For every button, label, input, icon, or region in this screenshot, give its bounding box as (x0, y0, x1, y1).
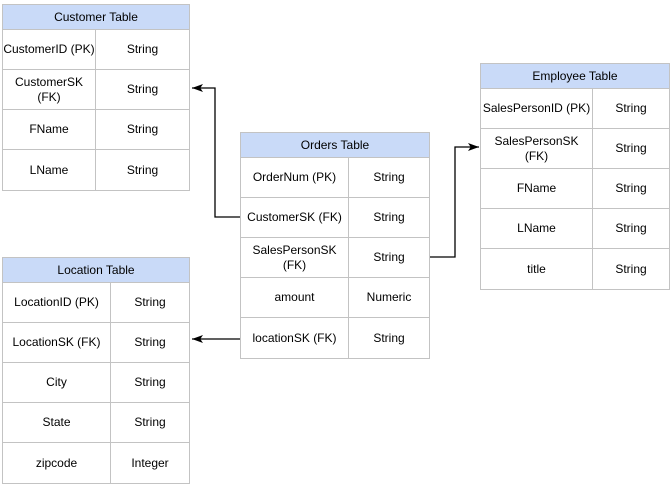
type-cell: String (615, 261, 647, 276)
table-row: OrderNum (PK) String (241, 158, 429, 198)
type-cell: String (134, 295, 166, 309)
table-row: CustomerSK (FK) String (3, 70, 189, 110)
table-row: title String (481, 249, 669, 289)
type-cell: String (134, 415, 166, 429)
type-cell: String (615, 221, 647, 235)
type-cell: String (615, 181, 647, 195)
customer-table: Customer Table CustomerID (PK) String Cu… (2, 4, 190, 191)
orders-table-header: Orders Table (241, 133, 429, 158)
table-row: amount Numeric (241, 278, 429, 318)
type-cell: String (126, 82, 159, 96)
field-cell: LName (3, 150, 96, 190)
orders-table: Orders Table OrderNum (PK) String Custom… (240, 132, 430, 359)
table-row: City String (3, 363, 189, 403)
arrow-orders-salespersonsk-to-employee (430, 143, 479, 258)
field-cell: OrderNum (PK) (241, 158, 349, 197)
field-cell: FName (481, 169, 593, 208)
type-cell: Integer (131, 455, 169, 470)
table-row: locationSK (FK) String (241, 318, 429, 358)
table-row: SalesPersonID (PK) String (481, 89, 669, 129)
employee-table-header: Employee Table (481, 64, 669, 89)
field-cell: State (3, 403, 111, 442)
field-cell: amount (241, 278, 349, 317)
type-cell: Numeric (366, 290, 412, 304)
type-cell: String (126, 122, 159, 136)
type-cell: String (134, 375, 166, 389)
table-row: FName String (3, 110, 189, 150)
table-row: zipcode Integer (3, 443, 189, 483)
table-row: SalesPersonSK (FK) String (241, 238, 429, 278)
field-cell: SalesPersonID (PK) (481, 89, 593, 128)
table-row: SalesPersonSK (FK) String (481, 129, 669, 169)
type-cell: String (615, 101, 647, 115)
table-row: LName String (3, 150, 189, 190)
field-cell: title (481, 249, 593, 289)
arrow-orders-customersk-to-customer (192, 84, 240, 218)
table-row: State String (3, 403, 189, 443)
table-row: LName String (481, 209, 669, 249)
employee-table: Employee Table SalesPersonID (PK) String… (480, 63, 670, 290)
field-cell: SalesPersonSK (FK) (481, 129, 593, 168)
type-cell: String (373, 170, 405, 184)
type-cell: String (126, 162, 159, 177)
type-cell: String (134, 335, 166, 349)
field-cell: City (3, 363, 111, 402)
table-row: CustomerID (PK) String (3, 30, 189, 70)
field-cell: CustomerSK (FK) (3, 70, 96, 109)
field-cell: LocationID (PK) (3, 283, 111, 322)
type-cell: String (373, 210, 405, 224)
field-cell: SalesPersonSK (FK) (241, 238, 349, 277)
field-cell: CustomerID (PK) (3, 30, 96, 69)
field-cell: LName (481, 209, 593, 248)
location-table: Location Table LocationID (PK) String Lo… (2, 257, 190, 484)
type-cell: String (373, 250, 405, 264)
location-table-header: Location Table (3, 258, 189, 283)
type-cell: String (615, 141, 647, 155)
type-cell: String (126, 42, 159, 56)
table-row: FName String (481, 169, 669, 209)
field-cell: locationSK (FK) (241, 318, 349, 358)
table-row: LocationID (PK) String (3, 283, 189, 323)
type-cell: String (373, 330, 405, 345)
field-cell: FName (3, 110, 96, 149)
table-row: LocationSK (FK) String (3, 323, 189, 363)
field-cell: LocationSK (FK) (3, 323, 111, 362)
field-cell: zipcode (3, 443, 111, 483)
table-row: CustomerSK (FK) String (241, 198, 429, 238)
field-cell: CustomerSK (FK) (241, 198, 349, 237)
customer-table-header: Customer Table (3, 5, 189, 30)
